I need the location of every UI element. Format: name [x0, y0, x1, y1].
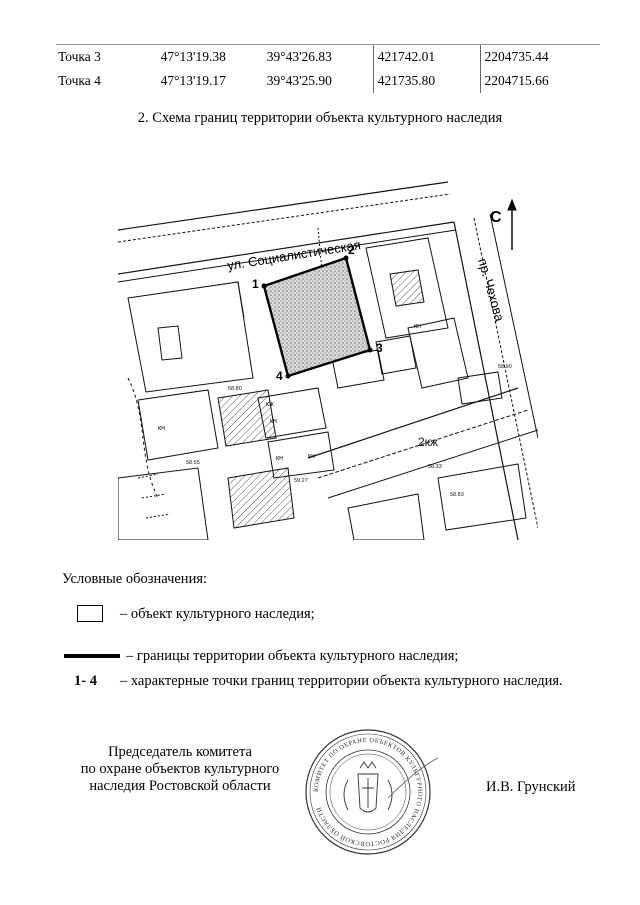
latitude-cell: 47°13'19.38 — [158, 44, 265, 69]
legend-object-text: – объект культурного наследия; — [120, 606, 315, 622]
elevation-label: 58.83 — [450, 492, 464, 498]
point-label: 1 — [252, 277, 259, 291]
building-label: кж — [266, 401, 274, 408]
official-seal-icon: КОМИТЕТ ПО ОХРАНЕ ОБЪЕКТОВ КУЛЬТУРНОГО Н… — [305, 729, 439, 855]
section-title: 2. Схема границ территории объекта культ… — [137, 110, 503, 126]
building-label: кн — [308, 453, 315, 460]
point-name-cell: Точка 4 — [58, 73, 101, 88]
signer-title: Председатель комитета по охране объектов… — [80, 744, 280, 794]
elevation-label: 58.90 — [498, 364, 512, 370]
longitude-cell: 39°43'26.83 — [264, 44, 374, 69]
building-label: 2кж — [418, 435, 438, 449]
elevation-label: 58.80 — [228, 386, 242, 392]
boundary-map: 1 2 3 4 ул. Социалистическая пр. Чехова … — [118, 181, 538, 540]
table-row: Точка 3 47°13'19.38 39°43'26.83 421742.0… — [56, 44, 600, 69]
heritage-object-area — [262, 256, 372, 378]
x-coord-cell: 421735.80 — [372, 69, 480, 93]
latitude-cell: 47°13'19.17 — [160, 73, 226, 88]
point-label: 2 — [348, 243, 355, 257]
north-arrow-icon — [507, 198, 517, 250]
legend-points-symbol: 1- 4 — [74, 673, 97, 689]
signer-name: И.В. Грунский — [486, 779, 576, 795]
legend-heading: Условные обозначения: — [62, 571, 208, 587]
building-label: кн — [270, 418, 277, 425]
legend-points-text: – характерные точки границ территории об… — [120, 673, 563, 689]
legend-object-symbol — [77, 605, 103, 622]
building-label: кн — [276, 455, 283, 462]
longitude-cell: 39°43'25.90 — [266, 73, 332, 88]
table-row: Точка 4 47°13'19.17 39°43'25.90 421735.8… — [56, 69, 600, 93]
point-label: 3 — [376, 341, 383, 355]
map-background — [118, 181, 538, 540]
legend-boundary-text: – границы территории объекта культурного… — [126, 648, 459, 664]
street-label-side: пр. Чехова — [475, 257, 507, 324]
point-label: 4 — [276, 369, 283, 383]
elevation-label: 59.27 — [294, 478, 308, 484]
elevation-label: 58.55 — [186, 460, 200, 466]
y-coord-cell: 2204735.44 — [479, 44, 600, 69]
elevation-label: 58.33 — [428, 464, 442, 470]
y-coord-cell: 2204715.66 — [479, 69, 600, 93]
boundary-points — [261, 255, 373, 379]
building-label: кн — [414, 323, 421, 330]
building-label: кн — [158, 425, 165, 432]
north-label: С — [490, 209, 502, 226]
legend-boundary-symbol — [64, 654, 120, 658]
x-coord-cell: 421742.01 — [372, 44, 480, 69]
coordinates-table: Точка 3 47°13'19.38 39°43'26.83 421742.0… — [56, 44, 600, 93]
point-name-cell: Точка 3 — [56, 44, 159, 69]
